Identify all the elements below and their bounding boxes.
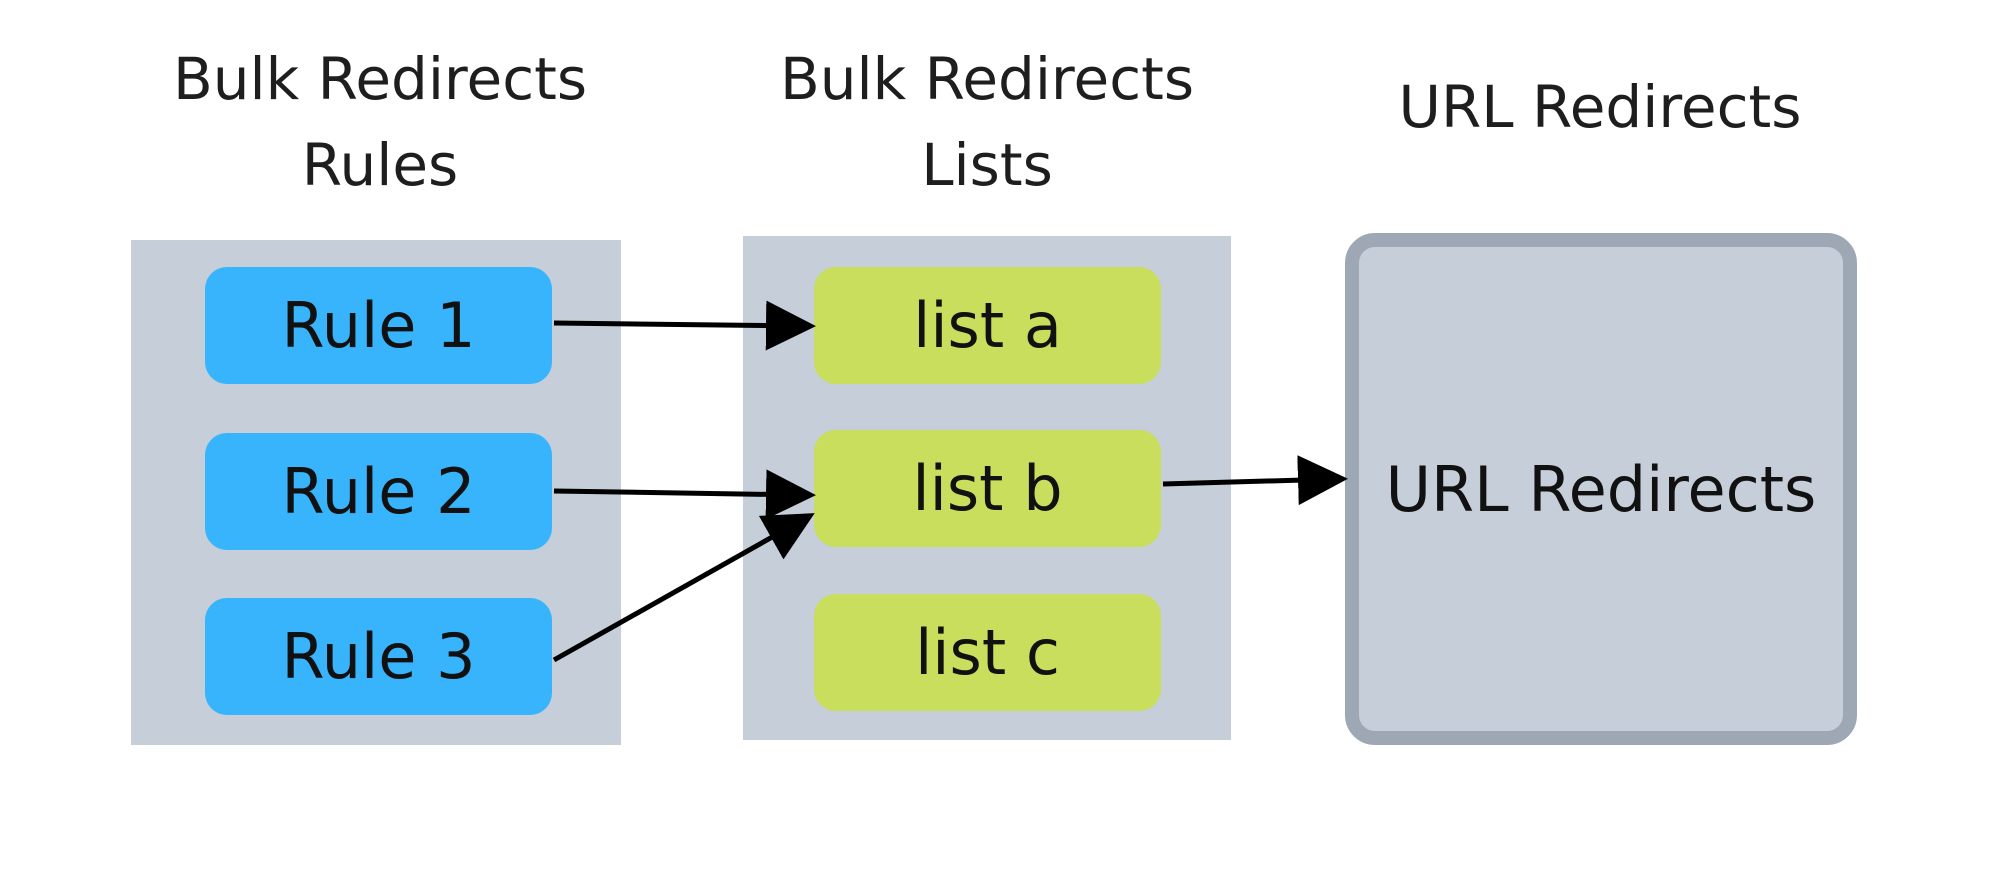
lists-title-line2: Lists <box>921 131 1053 199</box>
rule-node-1-label: Rule 1 <box>281 289 476 362</box>
rules-title-line1: Bulk Redirects <box>172 45 588 113</box>
list-node-c-label: list c <box>915 616 1060 689</box>
rule-node-3[interactable]: Rule 3 <box>205 598 552 715</box>
list-node-c[interactable]: list c <box>814 594 1161 711</box>
lists-title-line1: Bulk Redirects <box>779 45 1195 113</box>
rule-node-2[interactable]: Rule 2 <box>205 433 552 550</box>
list-node-a-label: list a <box>913 289 1062 362</box>
list-node-b[interactable]: list b <box>814 430 1161 547</box>
rule-node-2-label: Rule 2 <box>281 455 476 528</box>
url-redirects-box[interactable]: URL Redirects <box>1345 233 1857 745</box>
rules-column-title: Bulk Redirects Rules <box>130 36 630 208</box>
url-redirects-box-label: URL Redirects <box>1385 452 1817 526</box>
list-node-a[interactable]: list a <box>814 267 1161 384</box>
rules-title-line2: Rules <box>301 131 459 199</box>
url-title-text: URL Redirects <box>1398 73 1802 141</box>
url-column-title: URL Redirects <box>1345 64 1855 150</box>
rule-node-3-label: Rule 3 <box>281 620 476 693</box>
list-node-b-label: list b <box>912 452 1063 525</box>
rule-node-1[interactable]: Rule 1 <box>205 267 552 384</box>
lists-column-title: Bulk Redirects Lists <box>742 36 1232 208</box>
